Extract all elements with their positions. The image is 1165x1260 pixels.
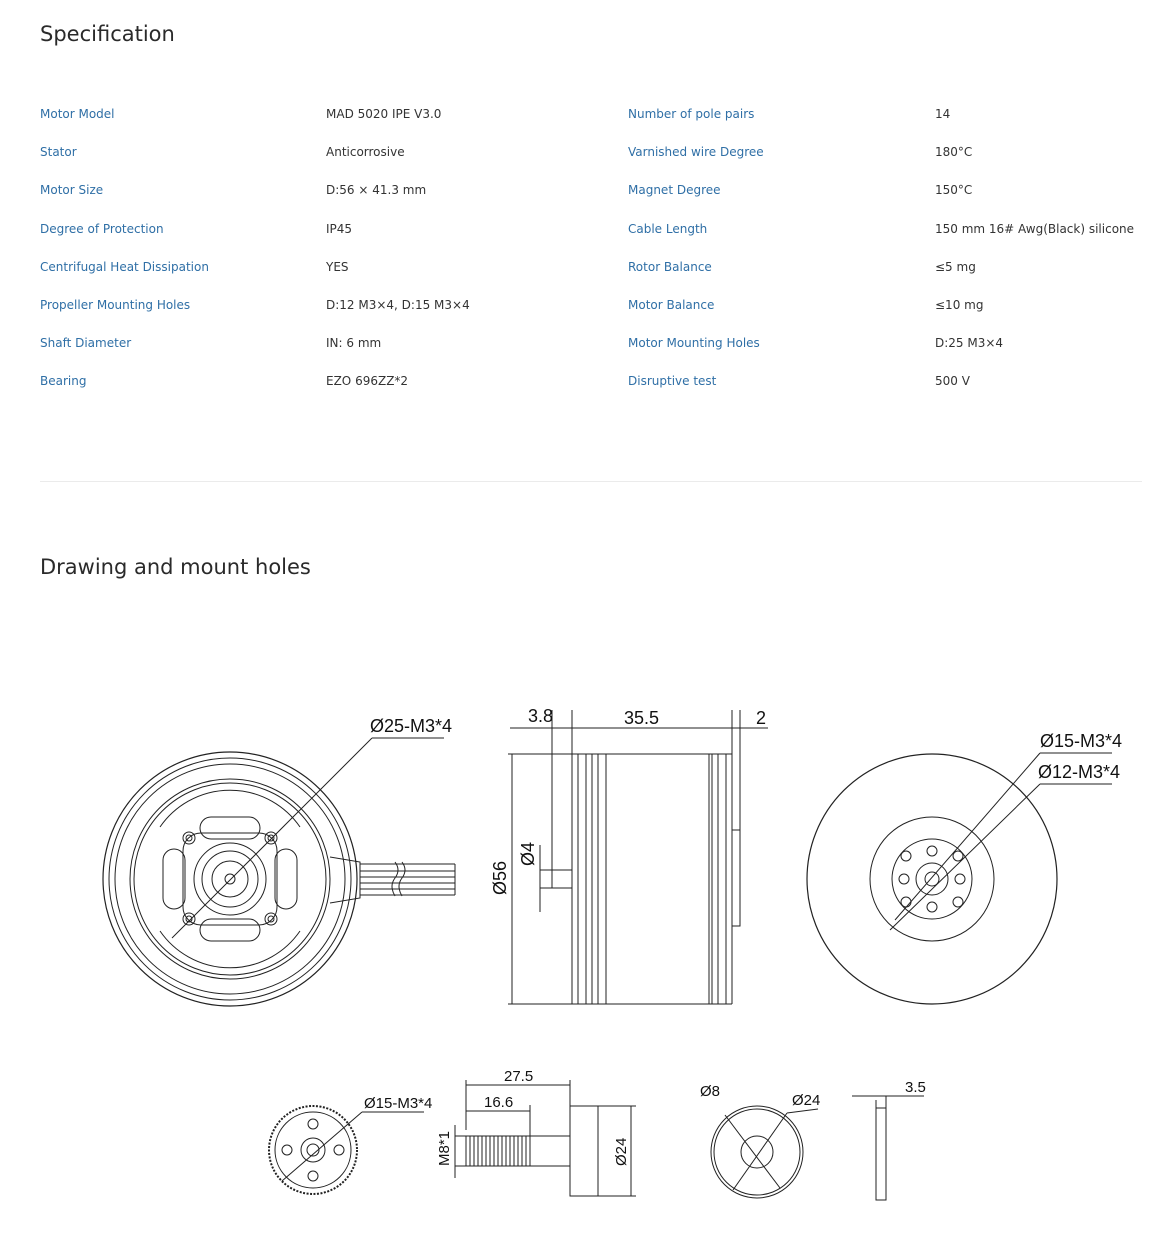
spec-label-right: Magnet Degree	[628, 183, 721, 197]
label-top-holes-inner: Ø12-M3*4	[1038, 762, 1120, 782]
spec-value-left: YES	[326, 260, 349, 274]
spec-label-left: Shaft Diameter	[40, 336, 132, 350]
spec-row: Shaft Diameter IN: 6 mm Motor Mounting Hol…	[0, 336, 1165, 356]
label-washer-thickness: 3.5	[905, 1079, 926, 1096]
spec-row: Centrifugal Heat Dissipation YES Rotor Bal…	[0, 260, 1165, 280]
spec-value-right: ≤5 mg	[935, 260, 976, 274]
spec-label-left: Bearing	[40, 374, 87, 388]
spec-value-right: 150 mm 16# Awg(Black) silicone	[935, 222, 1135, 236]
spec-label-right: Motor Mounting Holes	[628, 336, 760, 350]
label-shaft-thread-size: M8*1	[436, 1131, 453, 1166]
prop-adapter-view: Ø15-M3*4	[268, 1095, 432, 1195]
label-washer-outer: Ø24	[792, 1092, 820, 1109]
spec-value-left: D:56 × 41.3 mm	[326, 183, 427, 197]
drawing-section-title: Drawing and mount holes	[40, 555, 311, 579]
label-shaft-total: 27.5	[504, 1068, 533, 1085]
spec-section-title: Specification	[40, 22, 175, 46]
label-side-diameter: Ø56	[490, 861, 510, 895]
spec-value-right: D:25 M3×4	[935, 336, 1004, 350]
label-shaft-diameter: Ø4	[518, 842, 538, 866]
spec-row: Propeller Mounting Holes D:12 M3×4, D:15 …	[0, 298, 1165, 318]
spec-row: Degree of Protection IP45 Cable Length 150 …	[0, 222, 1165, 242]
spec-value-right: 500 V	[935, 374, 970, 388]
spec-label-right: Motor Balance	[628, 298, 715, 312]
washer-view: Ø8 Ø24	[700, 1083, 820, 1199]
washer-side-view: 3.5	[852, 1079, 926, 1201]
spec-label-left: Motor Size	[40, 183, 104, 197]
spec-value-left: EZO 696ZZ*2	[326, 374, 409, 388]
spec-label-left: Stator	[40, 145, 77, 159]
label-washer-inner: Ø8	[700, 1083, 720, 1100]
shaft-view: 27.5 16.6 M8*1 Ø24	[436, 1068, 636, 1197]
spec-label-left: Motor Model	[40, 107, 115, 121]
spec-row: Motor Model MAD 5020 IPE V3.0 Number of po…	[0, 107, 1165, 127]
spec-label-right: Rotor Balance	[628, 260, 712, 274]
spec-value-right: ≤10 mg	[935, 298, 984, 312]
spec-row: Motor Size D:56 × 41.3 mm Magnet Degree 150…	[0, 183, 1165, 203]
spec-value-left: D:12 M3×4, D:15 M3×4	[326, 298, 470, 312]
label-top-holes-outer: Ø15-M3*4	[1040, 731, 1122, 751]
spec-value-left: IN: 6 mm	[326, 336, 382, 350]
spec-label-right: Cable Length	[628, 222, 708, 236]
spec-label-left: Centrifugal Heat Dissipation	[40, 260, 209, 274]
spec-value-right: 180°C	[935, 145, 973, 159]
spec-value-left: IP45	[326, 222, 353, 236]
label-side-right: 2	[756, 708, 766, 728]
label-shaft-thread: 16.6	[484, 1094, 513, 1111]
label-shaft-head: Ø24	[613, 1138, 630, 1166]
spec-value-left: Anticorrosive	[326, 145, 405, 159]
spec-value-right: 150°C	[935, 183, 973, 197]
spec-row: Stator Anticorrosive Varnished wire Degree…	[0, 145, 1165, 165]
motor-top-view: Ø15-M3*4 Ø12-M3*4	[806, 731, 1122, 1005]
spec-label-right: Number of pole pairs	[628, 107, 755, 121]
motor-side-view: Ø56 Ø4 3.8 35.5 2	[490, 706, 768, 1005]
spec-label-left: Degree of Protection	[40, 222, 164, 236]
spec-label-left: Propeller Mounting Holes	[40, 298, 191, 312]
motor-bottom-view: Ø25-M3*4	[102, 716, 456, 1007]
label-adapter-holes: Ø15-M3*4	[364, 1095, 432, 1112]
label-base-holes: Ø25-M3*4	[370, 716, 452, 736]
spec-label-right: Disruptive test	[628, 374, 717, 388]
section-divider	[40, 481, 1142, 482]
spec-value-right: 14	[935, 107, 951, 121]
spec-value-left: MAD 5020 IPE V3.0	[326, 107, 442, 121]
label-side-left: 3.8	[528, 706, 553, 726]
label-side-middle: 35.5	[624, 708, 659, 728]
spec-row: Bearing EZO 696ZZ*2 Disruptive test 500 V	[0, 374, 1165, 394]
spec-label-right: Varnished wire Degree	[628, 145, 764, 159]
